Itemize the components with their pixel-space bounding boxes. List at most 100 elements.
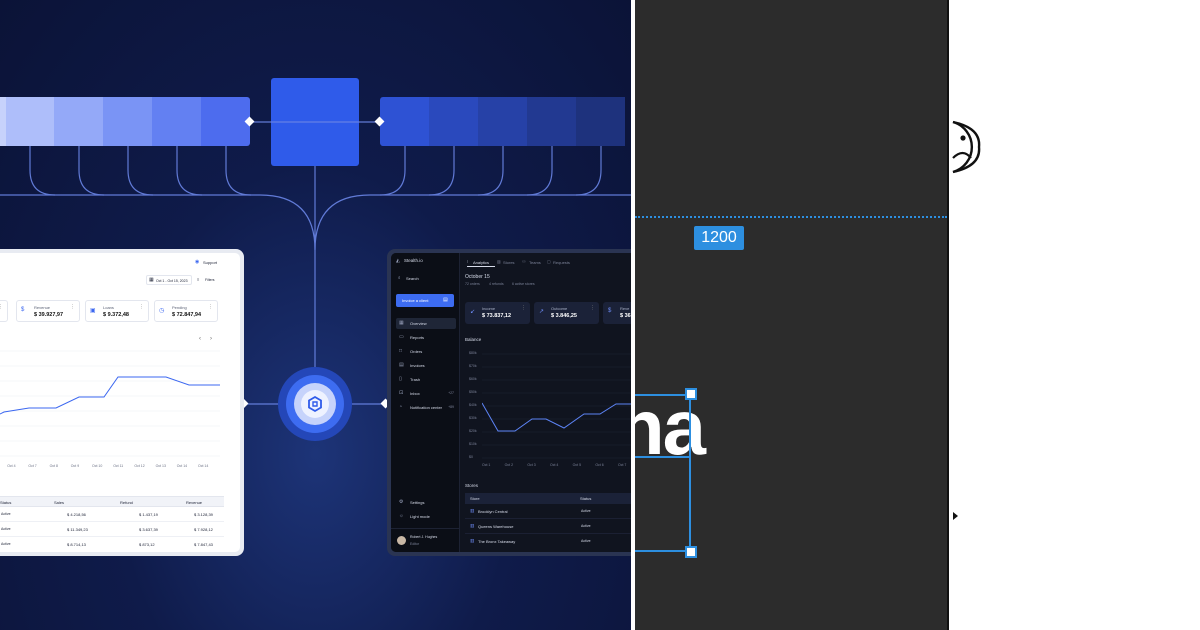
table-row[interactable]: ▥ The Bronx Takeaway Active — [465, 534, 631, 549]
y-tick-label: $50k — [469, 390, 477, 394]
sidebar-item-trash[interactable]: ▯ Trash — [396, 374, 456, 385]
table-cell: $ 8.714,13 — [67, 542, 86, 547]
summary-stores: 6 active stores — [512, 282, 535, 286]
width-measure-line — [635, 216, 947, 218]
resize-handle-top-right[interactable] — [685, 388, 697, 400]
sidebar-item-reports[interactable]: ▭ Reports — [396, 332, 456, 343]
support-icon[interactable]: ◉ — [195, 259, 200, 265]
more-icon[interactable]: ⋮ — [208, 304, 213, 310]
sidebar-item-label: Trash — [410, 377, 421, 382]
stat-card-revenue[interactable]: $ Reve $ 36 — [603, 302, 631, 324]
sidebar-item-label: Overview — [410, 321, 427, 326]
tab-label: Stores — [503, 260, 515, 265]
brand-name: Stealth.io — [404, 258, 423, 263]
status-badge: Active — [1, 527, 11, 531]
stat-card-outcome[interactable]: ↗ Outcome $ 3.846,25 ⋮ — [534, 302, 599, 324]
tab-stores[interactable]: ▥ Stores — [497, 257, 521, 267]
stat-card-value: $ 3.846,25 — [551, 313, 577, 319]
x-tick-label: Oct 3 — [527, 463, 536, 467]
sidebar-item-label: Invoices — [410, 363, 425, 368]
dollar-icon: $ — [21, 307, 25, 313]
swatch-5 — [152, 97, 201, 146]
stat-card-value: $ 73.837,12 — [482, 313, 512, 319]
x-tick-label: Oct 14 — [176, 464, 188, 468]
light-mode-toggle[interactable]: ☼ Light mode — [396, 511, 456, 522]
x-tick-label: Oct 5 — [572, 463, 582, 467]
support-link[interactable]: Support — [203, 260, 218, 265]
stat-card-loans[interactable]: ▣ Loans $ 9.372,48 ⋮ — [85, 300, 149, 322]
invoice-client-button[interactable]: Invoice a client ▤ — [396, 294, 454, 307]
status-badge: Active — [581, 509, 591, 513]
tab-label: Teams — [529, 260, 541, 265]
filters-label: Filters — [205, 277, 215, 282]
next-page-icon[interactable]: › — [210, 336, 212, 342]
balance-chart-y-axis: $80k$70k$60k$50k$40k$30k$20k$10k$0 — [469, 351, 483, 461]
x-tick-label: Oct 8 — [49, 464, 58, 468]
sidebar-item-overview[interactable]: ▦ Overview — [396, 318, 456, 329]
y-tick-label: $10k — [469, 442, 477, 446]
sidebar-item-orders[interactable]: □ Orders — [396, 346, 456, 357]
filters-button[interactable]: ≡ Filters — [195, 275, 221, 285]
grid-icon: ▦ — [399, 320, 404, 326]
swatch-8 — [429, 97, 478, 146]
more-icon[interactable]: ⋮ — [521, 305, 526, 311]
tab-requests[interactable]: ▢ Requests — [547, 257, 577, 267]
column-header: Revenue — [186, 500, 203, 505]
gear-icon: ⚙ — [399, 499, 404, 505]
expand-arrow-icon[interactable] — [953, 512, 958, 520]
more-icon[interactable]: ⋮ — [0, 304, 3, 310]
sidebar-item-inbox[interactable]: ⊡ Inbox +27 — [396, 388, 456, 399]
stat-card-label: Income — [482, 306, 496, 311]
avatar — [397, 536, 406, 545]
table-cell: $ 1.437,19 — [139, 512, 158, 517]
swatch-7 — [380, 97, 429, 146]
table-cell: $ 4.218,56 — [67, 512, 86, 517]
table-row[interactable]: Active $ 8.714,13 $ 873,12 $ 7.847,43 — [0, 537, 224, 552]
light-dashboard-window: ◉ Support ▦ Oct 1 - Oct 15, 2023 ≡ Filte… — [0, 249, 244, 556]
stat-card-pending[interactable]: ◷ Pending $ 72.847,94 ⋮ — [154, 300, 218, 322]
swatch-10 — [527, 97, 576, 146]
sidebar-item-settings[interactable]: ⚙ Settings — [396, 497, 456, 508]
tab-teams[interactable]: ⚇ Teams — [522, 257, 546, 267]
stat-card-value: $ 9.372,48 — [103, 312, 129, 318]
stat-card-partial[interactable]: 25 ⋮ — [0, 300, 8, 322]
more-icon[interactable]: ⋮ — [70, 304, 75, 310]
x-tick-label: Oct 4 — [7, 464, 16, 468]
summary-refunds: 4 refunds — [489, 282, 504, 286]
inbox-icon: ⊡ — [399, 390, 404, 396]
selection-box[interactable] — [635, 394, 691, 552]
panel-divider — [947, 0, 949, 630]
user-name: Robert J. Hughes — [410, 535, 438, 539]
swatch-1 — [0, 97, 6, 146]
more-icon[interactable]: ⋮ — [139, 304, 144, 310]
panel-divider — [631, 0, 635, 630]
table-row[interactable]: ▥ Brooklyn Central Active — [465, 504, 631, 519]
stat-card-income[interactable]: ↙ Income $ 73.837,12 ⋮ — [465, 302, 530, 324]
table-row[interactable]: Active $ 11.349,23 $ 3.637,39 $ 7.928,12 — [0, 522, 224, 537]
sidebar-item-notification-center[interactable]: ◔ Notification center +89 — [396, 402, 456, 413]
stat-card-label: Reve — [620, 306, 630, 311]
filter-icon: ≡ — [197, 277, 200, 282]
dollar-icon: $ — [608, 308, 612, 314]
x-tick-label: Oct 11 — [113, 464, 124, 468]
sidebar-item-invoices[interactable]: ▤ Invoices — [396, 360, 456, 371]
date-range-picker[interactable]: ▦ Oct 1 - Oct 15, 2023 — [146, 275, 192, 285]
status-badge: Active — [1, 542, 11, 546]
resize-handle-bottom-right[interactable] — [685, 546, 697, 558]
search-input[interactable]: ⌕ Search — [396, 273, 456, 283]
invoice-button-label: Invoice a client — [402, 298, 429, 303]
dark-dashboard: ◭ Stealth.io ⌕ Search Invoice a client ▤… — [391, 253, 631, 552]
table-row[interactable]: ▥ Queens Warehouse Active — [465, 519, 631, 534]
more-icon[interactable]: ⋮ — [590, 305, 595, 311]
selection-divider — [635, 456, 691, 458]
stores-title: Stores — [465, 483, 479, 488]
search-placeholder: Search — [406, 276, 419, 281]
swatch-6 — [201, 97, 250, 146]
x-tick-label: Oct 13 — [155, 464, 166, 468]
stat-card-revenue[interactable]: $ Revenue $ 39.927,97 ⋮ — [16, 300, 80, 322]
tab-analytics[interactable]: ⫶ Analytics — [467, 257, 495, 267]
user-profile[interactable]: Robert J. Hughes Editor — [391, 528, 460, 552]
prev-page-icon[interactable]: ‹ — [199, 336, 201, 342]
table-row[interactable]: Active $ 4.218,56 $ 1.437,19 $ 3.128,39 — [0, 507, 224, 522]
brand-logo-icon: ◭ — [396, 258, 400, 264]
